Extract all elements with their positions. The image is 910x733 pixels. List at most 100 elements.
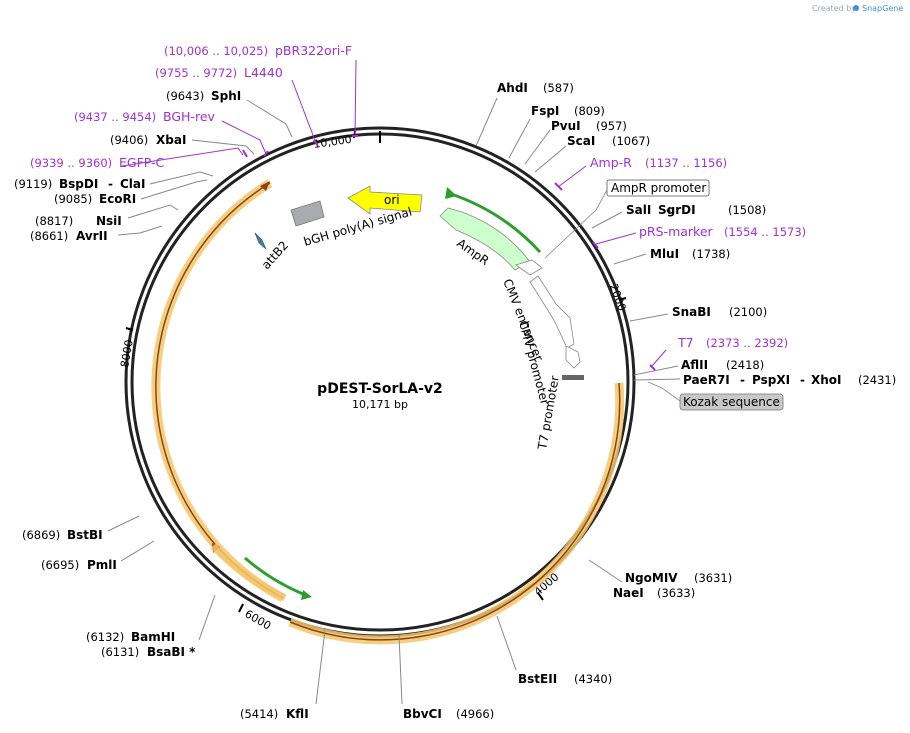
site-scai-pos: (1067) [612, 134, 650, 148]
site-bamhi-name: BamHI [131, 630, 175, 644]
site-sgrdi-dash: ‑ [666, 203, 671, 217]
leader-bamhi [198, 594, 216, 641]
leader-scai [534, 145, 567, 173]
leader-amp-r [557, 165, 587, 188]
site-fspi-pos: (809) [574, 104, 605, 118]
tick-6000 [238, 603, 244, 613]
tick-8000 [125, 327, 134, 331]
leader-mlui [613, 253, 647, 265]
leader-ngomiv [588, 559, 623, 583]
site-avrii-name: AvrII [76, 229, 108, 243]
site-naei-name: NaeI [613, 586, 644, 600]
primer-t7-mark [649, 364, 656, 371]
primer-bgh-rev-name: BGH-rev [163, 109, 216, 124]
site-bsabi-pos: (6131) [101, 645, 139, 659]
site-naei-pos: (3633) [657, 586, 695, 600]
leader-nsii [127, 204, 179, 219]
leader-snabi [629, 313, 669, 322]
site-snabi-name: SnaBI [672, 305, 711, 319]
tick-label-2000: 2000 [607, 282, 629, 313]
leader-pvui [524, 129, 551, 165]
site-bsabi-name: BsaBI * [147, 645, 196, 659]
site-sphi-pos: (9643) [166, 89, 204, 103]
site-sphi-name: SphI [211, 89, 241, 103]
plasmid-name: pDEST-SorLA-v2 [317, 381, 443, 397]
site-bamhi-pos: (6132) [86, 630, 124, 644]
leader-aflii [633, 365, 679, 376]
site-paer7i-pos: (2431) [858, 373, 896, 387]
site-xbai-pos: (9406) [110, 133, 148, 147]
ampr-promoter-arrow [515, 259, 543, 276]
site-bspdi-name: BspDI [59, 177, 98, 191]
site-paer7i-name: PaeR7I [683, 373, 730, 387]
tick-label-8000: 8000 [118, 339, 136, 369]
site-bsteii-pos: (4340) [574, 672, 612, 686]
credit-prefix: Created by [812, 4, 856, 13]
leader-egfp-c [121, 147, 244, 167]
ampr-promoter-label: AmpR promoter [611, 181, 706, 195]
tick-label-10000: 10,000 [313, 133, 353, 151]
t7-promoter-marker [562, 375, 584, 380]
leader-t7 [651, 349, 667, 367]
site-nsii-pos: (8817) [35, 214, 73, 228]
site-ecori-name: EcoRI [99, 192, 136, 206]
kozak-leader [647, 381, 681, 402]
site-clai-name: ClaI [120, 177, 145, 191]
leader-prs-marker [595, 232, 637, 245]
ori-feature-arrow [347, 185, 423, 215]
leader-bsteii [496, 615, 517, 671]
leader-bspdi [149, 171, 214, 185]
site-nsii-name: NsiI [96, 214, 122, 228]
site-bstbi-pos: (6869) [22, 528, 60, 542]
orf-arc-right-line [289, 382, 621, 641]
primer-amp-r-mark [554, 182, 563, 191]
site-pvui-name: PvuI [551, 119, 581, 133]
bgh-feature-box [290, 200, 325, 227]
inner-orf-arc [210, 543, 287, 602]
leader-l4440 [291, 79, 317, 144]
plasmid-size: 10,171 bp [352, 398, 408, 411]
site-kfli-name: KflI [286, 707, 309, 721]
primer-t7-pos: (2373 .. 2392) [706, 336, 788, 350]
site-scai-name: ScaI [567, 134, 595, 148]
site-sgrdi-name: SgrDI [658, 203, 696, 217]
leader-ahdi [475, 97, 498, 147]
site-aflii-pos: (2418) [726, 358, 764, 372]
primer-prs-marker-name: pRS-marker [639, 224, 714, 239]
primer-t7-name: T7 [677, 335, 694, 350]
site-pspxi-dash: - [740, 373, 745, 387]
site-pspxi-name: PspXI [752, 373, 790, 387]
site-pmli-name: PmlI [87, 558, 117, 572]
primer-amp-r-name: Amp-R [590, 155, 632, 170]
leader-avrii [117, 225, 163, 236]
ampr-promoter-box [606, 179, 710, 197]
primer-prs-marker-pos: (1554 .. 1573) [724, 225, 806, 239]
site-ahdi-pos: (587) [543, 81, 574, 95]
primer-pbr322ori-f-name: pBR322ori-F [275, 43, 352, 58]
orf-arrowhead-top [260, 181, 270, 191]
primer-l4440-pos: (9755 .. 9772) [155, 66, 237, 80]
site-ahdi-name: AhdI [497, 81, 528, 95]
primer-pbr322ori-f-pos: (10,006 .. 10,025) [164, 44, 268, 58]
site-kfli-pos: (5414) [240, 707, 278, 721]
ori-label: ori [384, 193, 400, 207]
site-ngomiv-name: NgoMIV [625, 571, 678, 585]
site-mlui-pos: (1738) [692, 247, 730, 261]
site-pmli-pos: (6695) [41, 558, 79, 572]
leader-xbai [191, 139, 255, 155]
site-snabi-pos: (2100) [729, 305, 767, 319]
primer-bgh-rev-pos: (9437 .. 9454) [74, 110, 156, 124]
site-xhoi-name: XhoI [811, 373, 842, 387]
primer-amp-r-pos: (1137 .. 1156) [645, 156, 727, 170]
site-ngomiv-pos: (3631) [694, 571, 732, 585]
kozak-box [679, 393, 784, 411]
primer-egfp-c-mark [242, 149, 248, 158]
green-arrowhead-icon [301, 590, 312, 600]
credit-brand: SnapGene [862, 4, 903, 13]
leader-pmli [120, 540, 155, 562]
tick-2000 [618, 297, 627, 301]
leader-fspi [508, 118, 531, 159]
site-pvui-pos: (957) [596, 119, 627, 133]
snapgene-logo-icon [853, 5, 859, 11]
